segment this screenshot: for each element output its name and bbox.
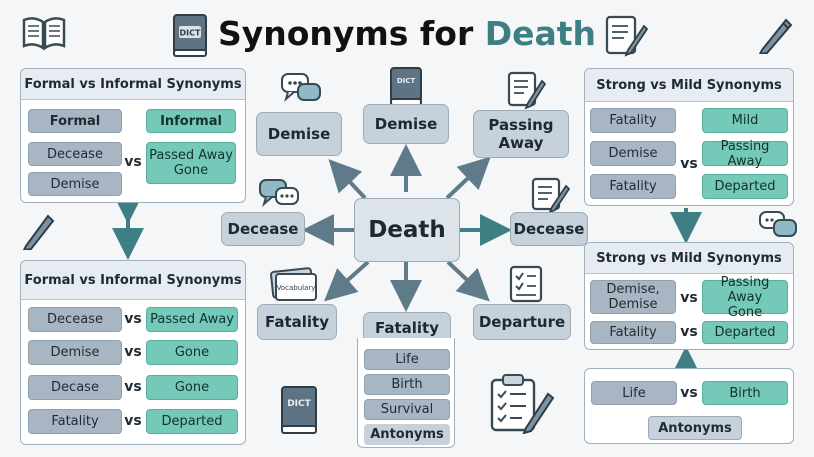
informal-item[interactable]: Gone	[146, 340, 238, 365]
svg-text:DICT: DICT	[397, 77, 416, 85]
vs-label: vs	[680, 324, 698, 340]
strong-item[interactable]: Demise, Demise	[590, 280, 676, 314]
node-departure[interactable]: Departure	[473, 304, 571, 340]
panel-title: Formal vs Informal Synonyms	[21, 69, 245, 100]
mild-item[interactable]: Departed	[702, 174, 788, 199]
vs-label: vs	[124, 344, 142, 360]
panel-title: Formal vs Informal Synonyms	[21, 261, 245, 300]
chat-bubbles-icon	[258, 178, 300, 210]
vs-label: vs	[680, 156, 698, 172]
node-decease-right[interactable]: Decease	[510, 212, 588, 246]
vs-label: vs	[124, 311, 142, 327]
node-decease-left[interactable]: Decease	[221, 212, 305, 246]
svg-text:DICT: DICT	[180, 29, 201, 38]
antonym-item[interactable]: Life	[364, 349, 450, 370]
arrow-to-demise-left	[328, 159, 367, 200]
formal-item[interactable]: Decase	[28, 375, 122, 400]
chat-bubbles-icon	[280, 72, 322, 106]
arrow-to-fatality-left	[324, 260, 370, 302]
antonym-right[interactable]: Birth	[702, 381, 788, 405]
formal-item[interactable]: Demise	[28, 172, 122, 196]
informal-item[interactable]: Passed Away Gone	[146, 142, 236, 184]
formal-item[interactable]: Fatality	[28, 409, 122, 434]
antonyms-label: Antonyms	[648, 416, 742, 440]
antonym-item[interactable]: Birth	[364, 374, 450, 395]
arrow-to-passing-away	[445, 156, 491, 200]
mild-item[interactable]: Passing Away	[702, 139, 788, 169]
checklist-icon	[508, 264, 544, 304]
document-pen-icon	[604, 14, 649, 58]
strong-item[interactable]: Fatality	[590, 321, 676, 344]
pen-icon	[22, 210, 56, 252]
dictionary-icon: DICT	[388, 66, 424, 108]
document-pen-icon	[506, 70, 547, 110]
informal-item[interactable]: Gone	[146, 375, 238, 400]
mild-item[interactable]: Mild	[702, 108, 788, 133]
column-head-informal: Informal	[146, 109, 236, 133]
strong-item[interactable]: Demise	[590, 141, 676, 166]
formal-item[interactable]: Decease	[28, 142, 122, 166]
vs-label: vs	[124, 413, 142, 429]
node-demise-top[interactable]: Demise	[363, 104, 449, 144]
vs-label: vs	[680, 385, 698, 401]
node-passing-away[interactable]: Passing Away	[473, 110, 569, 158]
strong-item[interactable]: Fatality	[590, 174, 676, 199]
pen-icon	[758, 14, 794, 56]
antonym-left[interactable]: Life	[591, 381, 677, 405]
informal-item[interactable]: Passed Away	[146, 307, 238, 332]
chat-bubbles-icon	[758, 210, 798, 242]
mild-item[interactable]: Departed	[702, 321, 788, 344]
node-fatality-left[interactable]: Fatality	[257, 304, 337, 340]
node-demise-left[interactable]: Demise	[256, 112, 342, 156]
formal-item[interactable]: Decease	[28, 307, 122, 332]
panel-title: Strong vs Mild Synonyms	[585, 69, 793, 102]
svg-text:Vocabulary: Vocabulary	[277, 284, 316, 292]
arrow-to-departure	[446, 260, 490, 302]
open-book-icon	[20, 14, 68, 52]
page-title: Synonyms for Death	[217, 14, 597, 53]
dictionary-icon: DICT	[278, 384, 320, 436]
informal-item[interactable]: Departed	[146, 409, 238, 434]
panel-title: Strong vs Mild Synonyms	[585, 243, 793, 274]
mild-item[interactable]: Passing Away Gone	[702, 275, 788, 320]
column-head-formal: Formal	[28, 109, 122, 133]
clipboard-checklist-icon	[488, 372, 558, 435]
formal-item[interactable]: Demise	[28, 340, 122, 365]
antonym-list-label: Antonyms	[364, 424, 450, 445]
svg-text:DICT: DICT	[287, 399, 311, 409]
vs-label: vs	[680, 290, 698, 306]
antonym-item[interactable]: Survival	[364, 399, 450, 420]
vs-label: vs	[124, 379, 142, 395]
vs-label: vs	[124, 154, 142, 170]
vocabulary-cards-icon: Vocabulary	[268, 266, 320, 304]
document-pen-icon	[530, 176, 571, 214]
center-node-death[interactable]: Death	[354, 198, 460, 262]
dictionary-icon: DICT	[170, 12, 210, 58]
strong-item[interactable]: Fatality	[590, 108, 676, 133]
